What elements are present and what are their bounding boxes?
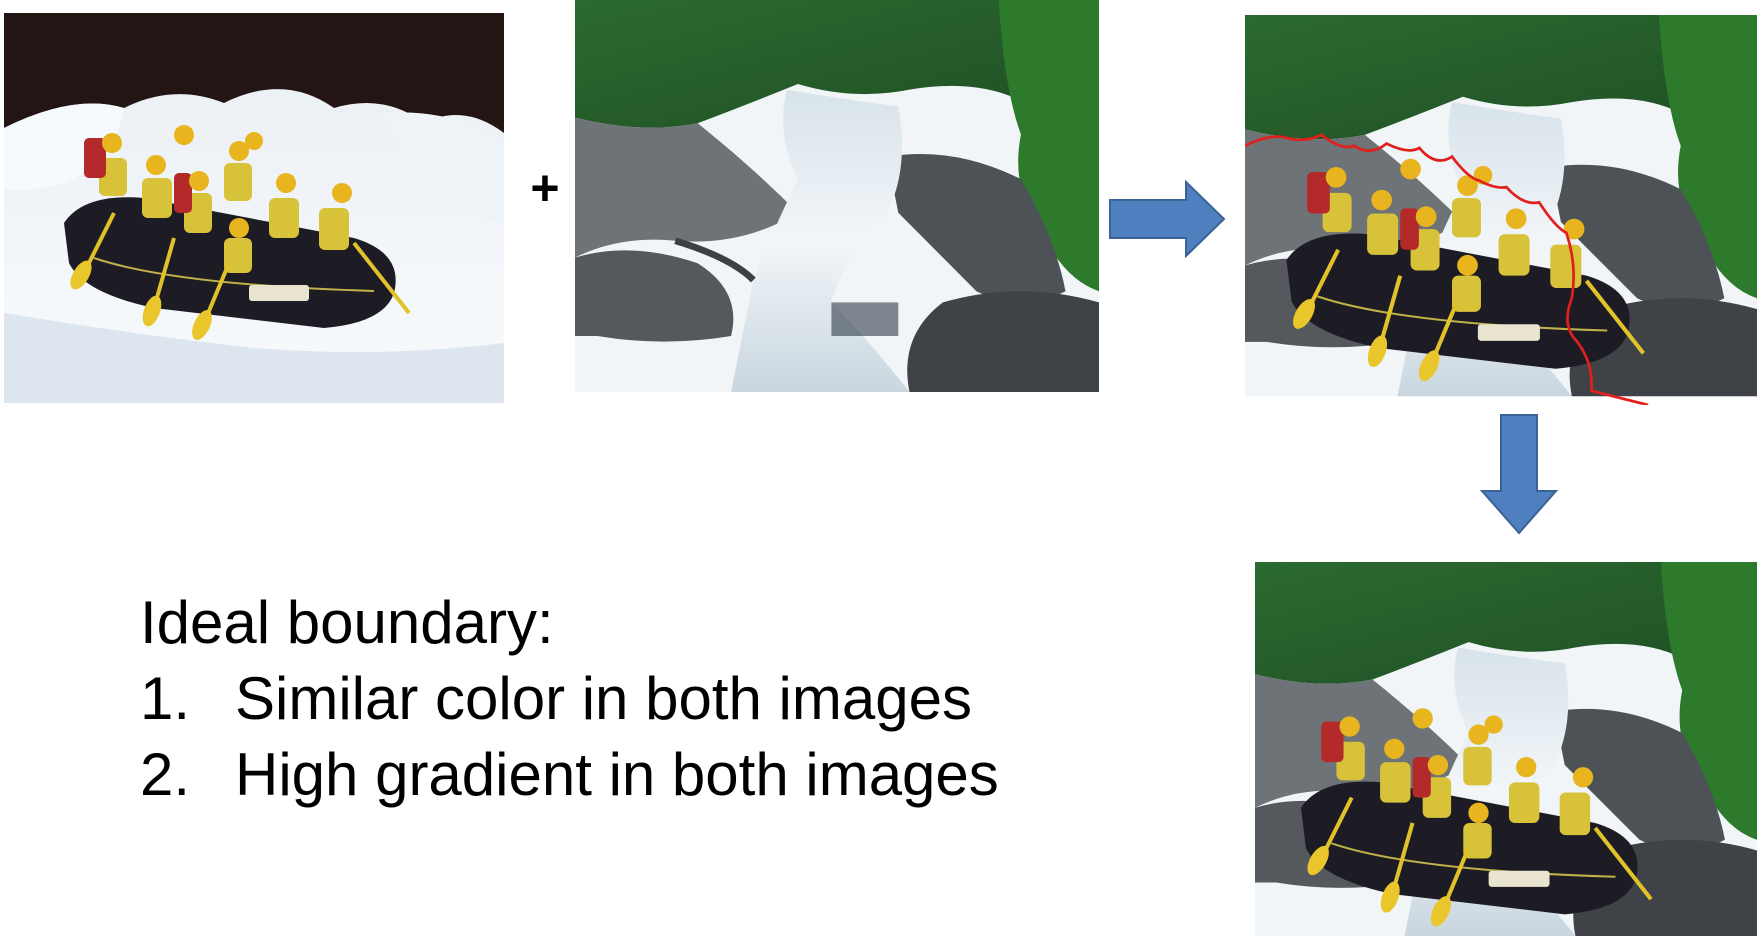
caption-list: 1. Similar color in both images 2. High …: [140, 661, 1140, 813]
list-item-number: 2.: [140, 741, 191, 808]
list-item-text: Similar color in both images: [235, 665, 972, 732]
source-rafting-image: [4, 13, 504, 403]
list-item-number: 1.: [140, 665, 191, 732]
caption: Ideal boundary: 1. Similar color in both…: [140, 585, 1140, 813]
right-arrow-icon: [1109, 180, 1226, 258]
list-item: 2. High gradient in both images: [140, 737, 1140, 813]
list-item-text: High gradient in both images: [235, 741, 999, 808]
final-composite-image: [1255, 562, 1757, 952]
caption-heading: Ideal boundary:: [140, 589, 554, 656]
target-river-image: [575, 0, 1099, 392]
list-item: 1. Similar color in both images: [140, 661, 1140, 737]
plus-operator: +: [530, 160, 560, 216]
seam-boundary: [1245, 133, 1649, 405]
down-arrow-icon: [1480, 414, 1558, 535]
composite-with-seam-image: [1245, 15, 1757, 405]
